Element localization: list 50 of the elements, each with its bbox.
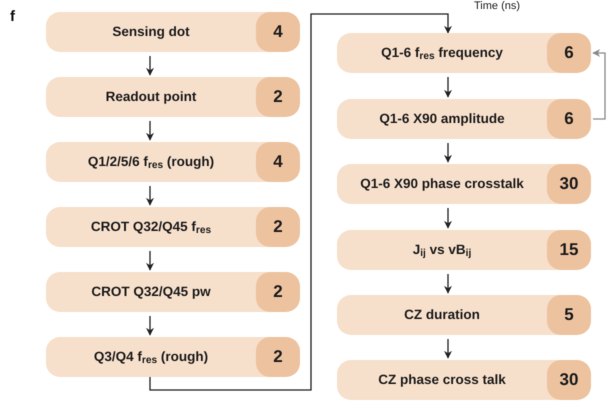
step-label: CROT Q32/Q45 f$_{res}$ bbox=[90, 218, 212, 236]
step-label: Q1/2/5/6 f$_{res}$ (rough) bbox=[86, 154, 216, 170]
time-value: 2 bbox=[256, 337, 300, 377]
arrow bbox=[444, 339, 452, 359]
time-value: 15 bbox=[547, 230, 591, 270]
time-value: 30 bbox=[547, 164, 591, 204]
time-value: 4 bbox=[256, 12, 300, 52]
step-label: Q1-6 f$_{res}$ frequency bbox=[380, 44, 504, 62]
step-label: CZ duration bbox=[403, 306, 481, 324]
step-pill bbox=[337, 164, 591, 204]
arrow bbox=[146, 316, 154, 336]
step-pill bbox=[337, 360, 591, 400]
step-pill bbox=[337, 99, 591, 139]
time-value: 4 bbox=[256, 142, 300, 182]
arrow bbox=[146, 186, 154, 206]
step-pill bbox=[46, 337, 300, 377]
arrow bbox=[444, 143, 452, 163]
step-pill bbox=[46, 12, 300, 52]
step-label: CROT Q32/Q45 pw bbox=[90, 284, 212, 300]
time-value: 6 bbox=[547, 33, 591, 73]
step-label: Q1-6 X90 amplitude bbox=[378, 110, 506, 128]
step-label: Readout point bbox=[104, 88, 198, 106]
arrow bbox=[146, 56, 154, 76]
time-value: 30 bbox=[547, 360, 591, 400]
step-pill bbox=[46, 77, 300, 117]
step-label: Sensing dot bbox=[111, 24, 191, 40]
step-label: Q3/Q4 f$_{res}$ (rough) bbox=[92, 348, 210, 366]
step-label: Q1-6 X90 phase crosstalk bbox=[359, 176, 525, 192]
step-pill bbox=[46, 207, 300, 247]
arrow bbox=[146, 121, 154, 141]
arrow bbox=[146, 251, 154, 271]
step-pill bbox=[337, 230, 591, 270]
step-label: CZ phase cross talk bbox=[377, 372, 507, 388]
time-value: 6 bbox=[547, 99, 591, 139]
arrow bbox=[444, 77, 452, 98]
time-value: 2 bbox=[256, 272, 300, 312]
arrow bbox=[444, 208, 452, 229]
step-pill bbox=[337, 295, 591, 335]
arrow bbox=[592, 49, 606, 120]
arrow bbox=[149, 13, 452, 391]
step-pill bbox=[337, 33, 591, 73]
step-pill bbox=[46, 272, 300, 312]
arrow bbox=[444, 274, 452, 294]
axis-title: Time (ns) bbox=[474, 0, 520, 12]
step-pill bbox=[46, 142, 300, 182]
time-value: 2 bbox=[256, 77, 300, 117]
time-value: 5 bbox=[547, 295, 591, 335]
time-value: 2 bbox=[256, 207, 300, 247]
panel-letter: f bbox=[10, 7, 15, 27]
step-label: J$_{ij}$ vs vB$_{ij}$ bbox=[412, 242, 472, 258]
